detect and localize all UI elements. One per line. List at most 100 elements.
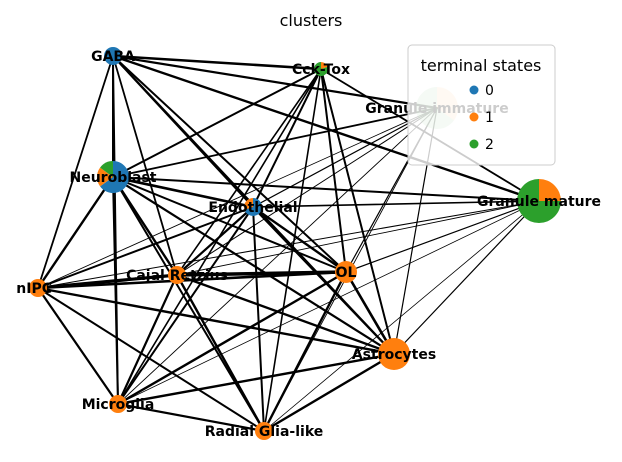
node-label-radialglia: Radial Glia-like	[205, 424, 324, 440]
node-slice-granulemat-state-1	[539, 179, 561, 201]
node-gaba[interactable]	[104, 47, 122, 65]
node-nipc[interactable]	[29, 279, 47, 297]
edge-layer	[36, 54, 541, 433]
node-slice-ccktox-state-2	[314, 62, 329, 76]
legend-frame	[407, 44, 556, 166]
edge-granulemat-microglia	[117, 200, 540, 405]
edge-endothelial-radialglia	[252, 206, 265, 432]
node-slice-ol-state-1	[335, 261, 357, 283]
edge-neuroblast-nipc	[36, 175, 115, 290]
node-slice-ccktox-state-1	[321, 62, 328, 69]
edge-granuleimm-neuroblast	[112, 107, 438, 178]
edge-ccktox-ol	[320, 68, 347, 273]
node-label-gaba: GABA	[91, 49, 135, 65]
edge-ccktox-cajal	[176, 68, 322, 276]
node-slice-nipc-state-1	[29, 279, 47, 297]
node-microglia[interactable]	[109, 395, 127, 413]
edge-ol-radialglia	[262, 270, 348, 433]
node-endothelial[interactable]	[243, 198, 262, 217]
edge-endothelial-cajal	[175, 205, 255, 277]
edge-granulemat-astrocytes	[393, 200, 540, 355]
edge-nipc-radialglia	[37, 287, 265, 432]
node-label-endothelial: Endothelial	[208, 200, 297, 216]
edge-granulemat-ol	[345, 200, 540, 273]
edge-granuleimm-microglia	[117, 107, 438, 405]
legend-marker-0	[469, 85, 479, 95]
edge-granuleimm-cajal	[176, 107, 438, 276]
legend-entries: 0 1 2	[469, 83, 494, 153]
node-slice-neuroblast-state-2	[100, 161, 113, 177]
node-slice-neuroblast-state-0	[100, 161, 130, 193]
node-radialglia[interactable]	[255, 422, 273, 440]
edge-astrocytes-microglia	[116, 352, 396, 406]
node-slice-neuroblast-state-1	[97, 167, 113, 187]
node-label-granulemat: Granule mature	[477, 194, 601, 210]
legend-marker-1	[469, 112, 479, 122]
edge-gaba-granulemat	[111, 54, 541, 203]
edge-cajal-astrocytes	[175, 273, 396, 356]
node-cajal[interactable]	[168, 266, 186, 284]
node-label-ccktox: Cck-Tox	[292, 62, 350, 78]
edge-astrocytes-radialglia	[262, 352, 396, 433]
edge-gaba-granuleimm	[111, 54, 439, 110]
edge-endothelial-granulemat	[252, 200, 540, 208]
node-neuroblast[interactable]	[97, 161, 130, 193]
edge-gaba-ccktox	[111, 54, 323, 71]
edge-ccktox-neuroblast	[112, 68, 322, 178]
edge-endothelial-astrocytes	[251, 205, 396, 356]
node-label-astrocytes: Astrocytes	[352, 347, 436, 363]
edge-gaba-ol	[112, 55, 347, 273]
edge-granuleimm-endothelial	[252, 107, 438, 208]
edge-endothelial-nipc	[37, 206, 254, 289]
node-slice-endothelial-state-0	[244, 198, 262, 217]
edge-cajal-microglia	[116, 273, 179, 406]
node-slice-astrocytes-state-1	[378, 338, 410, 370]
edge-ccktox-endothelial	[252, 68, 322, 208]
legend-label-2: 2	[485, 137, 494, 153]
chart-title: clusters	[280, 11, 343, 30]
legend-marker-2	[469, 139, 479, 149]
edge-neuroblast-endothelial	[111, 175, 255, 209]
edge-gaba-nipc	[37, 55, 114, 289]
edge-cajal-ol	[175, 270, 348, 277]
edge-microglia-radialglia	[116, 402, 266, 433]
edge-granulemat-cajal	[176, 200, 540, 276]
legend: terminal states 0 1 2	[407, 44, 556, 166]
node-slice-granulemat-state-2	[517, 179, 561, 223]
node-ccktox[interactable]	[314, 62, 329, 76]
node-granulemat[interactable]	[517, 179, 561, 223]
node-label-neuroblast: Neuroblast	[70, 170, 157, 186]
edge-nipc-astrocytes	[36, 286, 396, 356]
edge-neuroblast-ol	[112, 176, 347, 273]
node-label-nipc: nIPC	[16, 281, 52, 297]
node-astrocytes[interactable]	[378, 338, 410, 370]
node-label-cajal: Cajal Retzius	[126, 268, 228, 284]
edge-granulemat-radialglia	[263, 200, 540, 432]
edge-endothelial-ol	[251, 205, 348, 274]
edge-granuleimm-nipc	[37, 107, 438, 289]
node-slice-endothelial-state-1	[243, 198, 253, 210]
edge-neuroblast-microglia	[112, 176, 119, 405]
node-slice-microglia-state-1	[109, 395, 127, 413]
edge-neuroblast-radialglia	[112, 176, 265, 432]
edge-ol-microglia	[116, 270, 348, 406]
edge-gaba-cajal	[112, 55, 178, 276]
edge-neuroblast-astrocytes	[111, 175, 396, 356]
node-label-microglia: Microglia	[82, 397, 155, 413]
node-label-ol: OL	[336, 265, 357, 281]
node-slice-gaba-state-0	[104, 47, 122, 65]
legend-label-1: 1	[485, 110, 494, 126]
edge-neuroblast-granulemat	[112, 176, 540, 202]
edge-cajal-radialglia	[175, 273, 266, 433]
edge-endothelial-microglia	[117, 206, 254, 405]
node-ol[interactable]	[335, 261, 357, 283]
node-slice-cajal-state-1	[168, 266, 186, 284]
edge-ccktox-astrocytes	[320, 68, 395, 355]
edge-granulemat-nipc	[37, 200, 540, 289]
legend-title: terminal states	[421, 56, 542, 75]
legend-label-0: 0	[485, 83, 494, 99]
node-slice-radialglia-state-1	[255, 422, 273, 440]
edge-nipc-microglia	[36, 286, 120, 406]
